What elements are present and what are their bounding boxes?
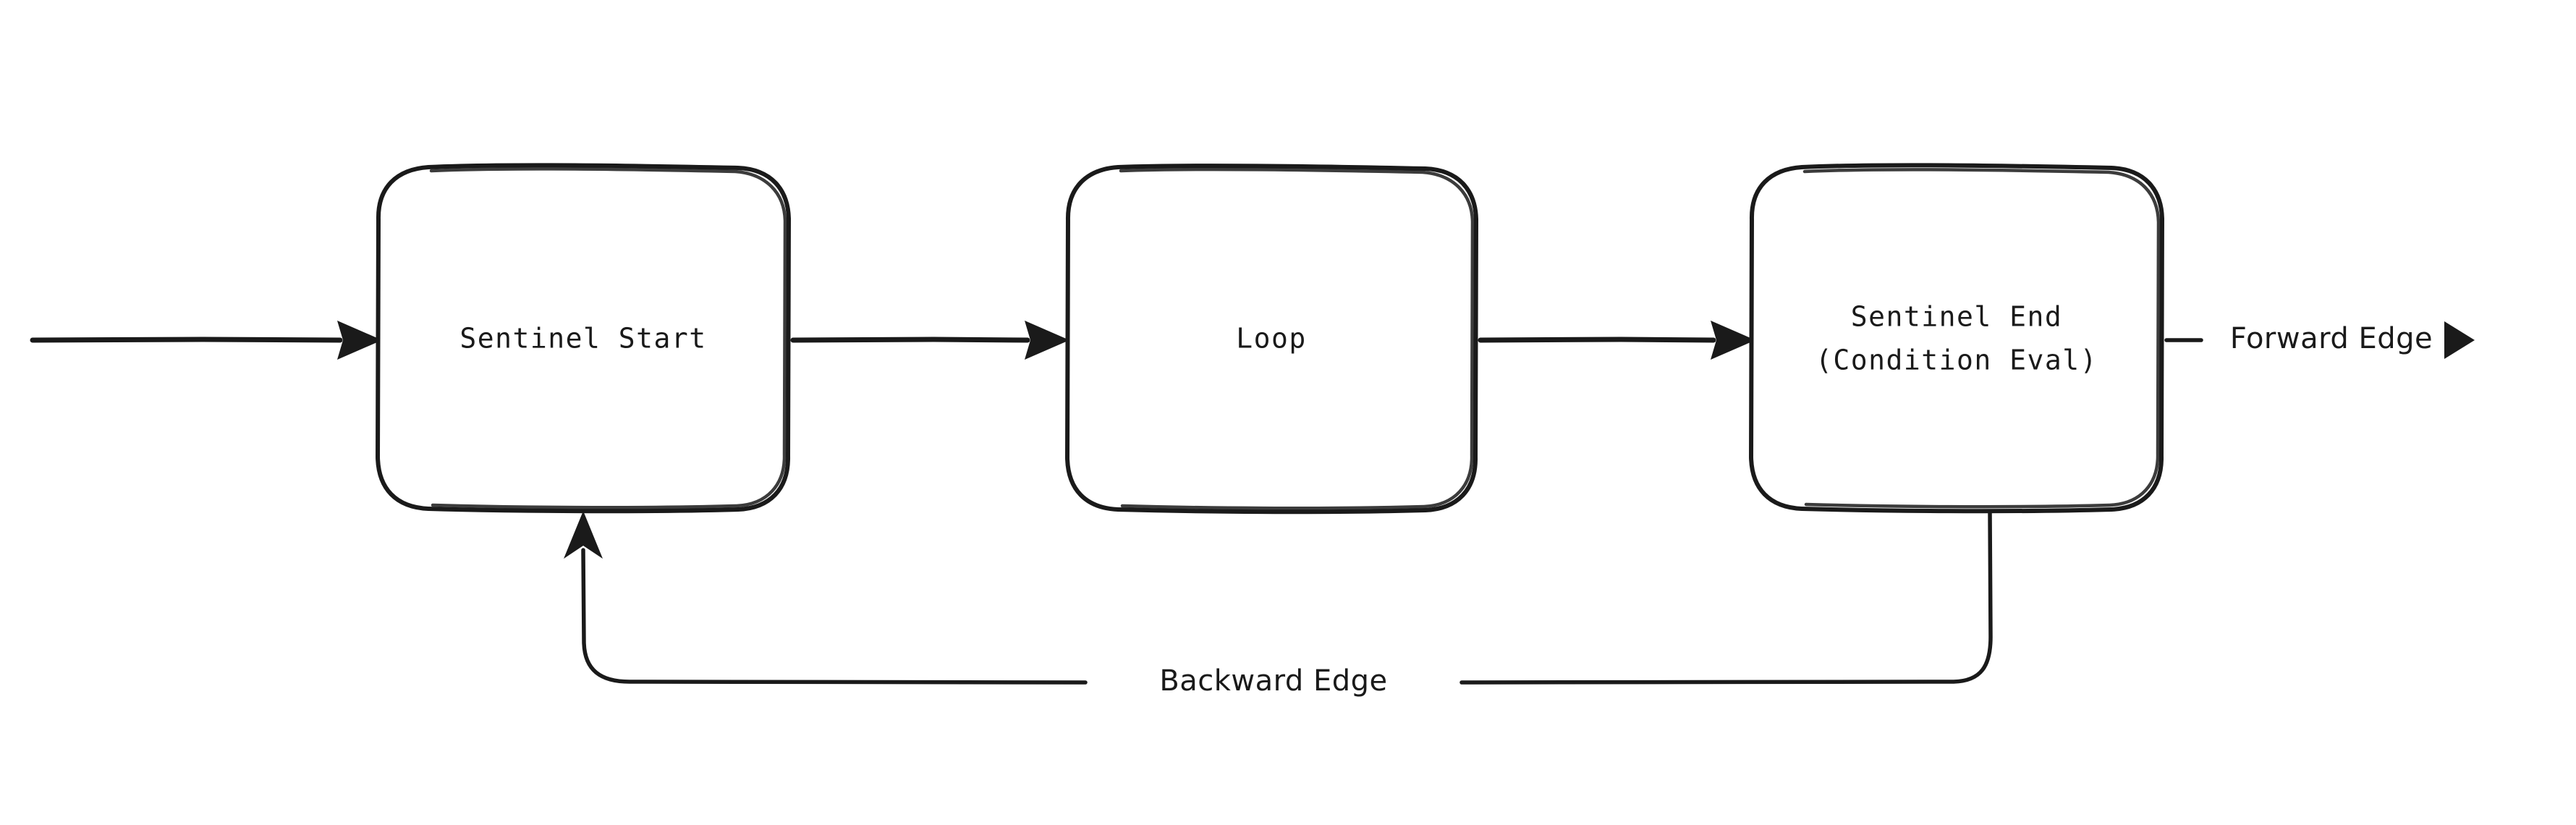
edge-start-to-loop (790, 321, 1069, 360)
forward-edge-arrowhead (2444, 321, 2475, 359)
backward-edge-left-segment (581, 548, 1088, 685)
entry-edge-arrowhead (337, 321, 382, 360)
node-loop[interactable]: Loop (1065, 164, 1478, 515)
edge-entry-edge (30, 321, 382, 360)
sentinel-end-box-sketch (1802, 168, 2161, 509)
sentinel-start-box-sketch (429, 167, 787, 509)
sentinel-start-label: Sentinel Start (459, 323, 706, 355)
sentinel-start-box (376, 163, 791, 514)
edge-forward-edge: Forward Edge (2164, 321, 2475, 359)
loop-box (1065, 164, 1478, 515)
sentinel-end-box (1749, 163, 2164, 514)
loop-to-end-arrowhead (1711, 321, 1755, 360)
backward-edge-label: Backward Edge (1159, 664, 1387, 698)
start-to-loop-arrowhead (1025, 321, 1069, 360)
forward-edge-label: Forward Edge (2230, 322, 2433, 355)
node-sentinel-end[interactable]: Sentinel End (Condition Eval) (1749, 163, 2164, 514)
backward-edge-arrowhead (564, 511, 603, 559)
backward-edge-right-segment (1459, 509, 1993, 685)
loop-label: Loop (1236, 323, 1307, 355)
entry-edge-line (30, 337, 343, 343)
loop-box-sketch (1119, 167, 1475, 510)
edge-loop-to-end (1478, 321, 1755, 360)
loop-to-end-line (1478, 337, 1716, 343)
start-to-loop-line (790, 337, 1030, 343)
sentinel-end-label-line2: (Condition Eval) (1816, 344, 2098, 376)
sentinel-end-label-line1: Sentinel End (1851, 301, 2063, 333)
edge-backward-edge: Backward Edge (564, 509, 1993, 698)
node-sentinel-start[interactable]: Sentinel Start (376, 163, 791, 514)
